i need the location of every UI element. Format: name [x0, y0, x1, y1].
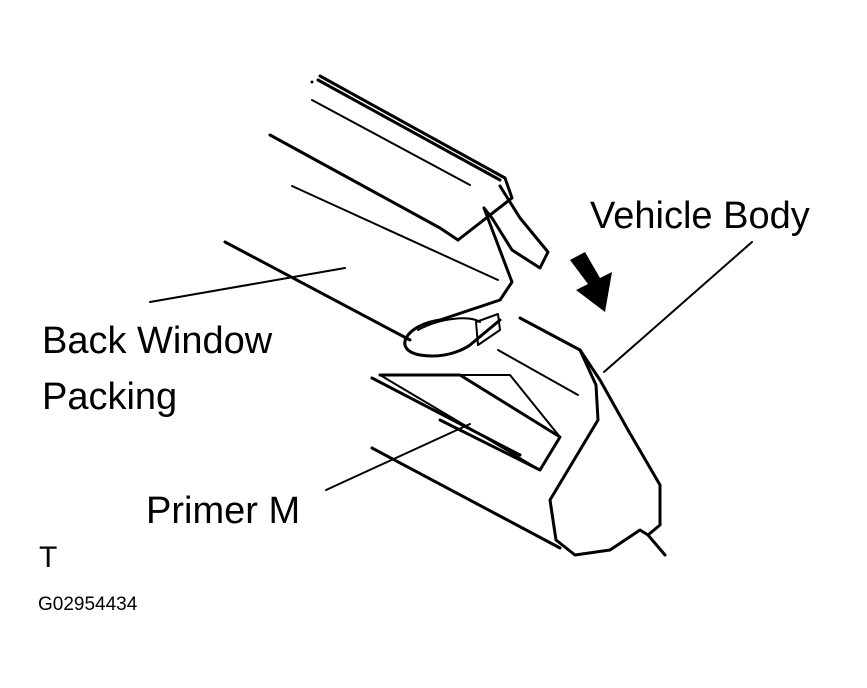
- vehicle-body: [370, 316, 667, 557]
- back-window-packing: [223, 74, 550, 358]
- vehicle-body-label: Vehicle Body: [590, 195, 810, 237]
- primer-label: Primer M: [146, 490, 301, 532]
- view-mark: T: [39, 541, 58, 574]
- back-window-packing-label-line2: Packing: [42, 376, 178, 418]
- figure-id: G02954434: [38, 594, 138, 615]
- install-direction-arrow-icon: [570, 252, 612, 312]
- back-window-packing-label-line1: Back Window: [42, 320, 273, 362]
- leader-lines: [149, 241, 753, 491]
